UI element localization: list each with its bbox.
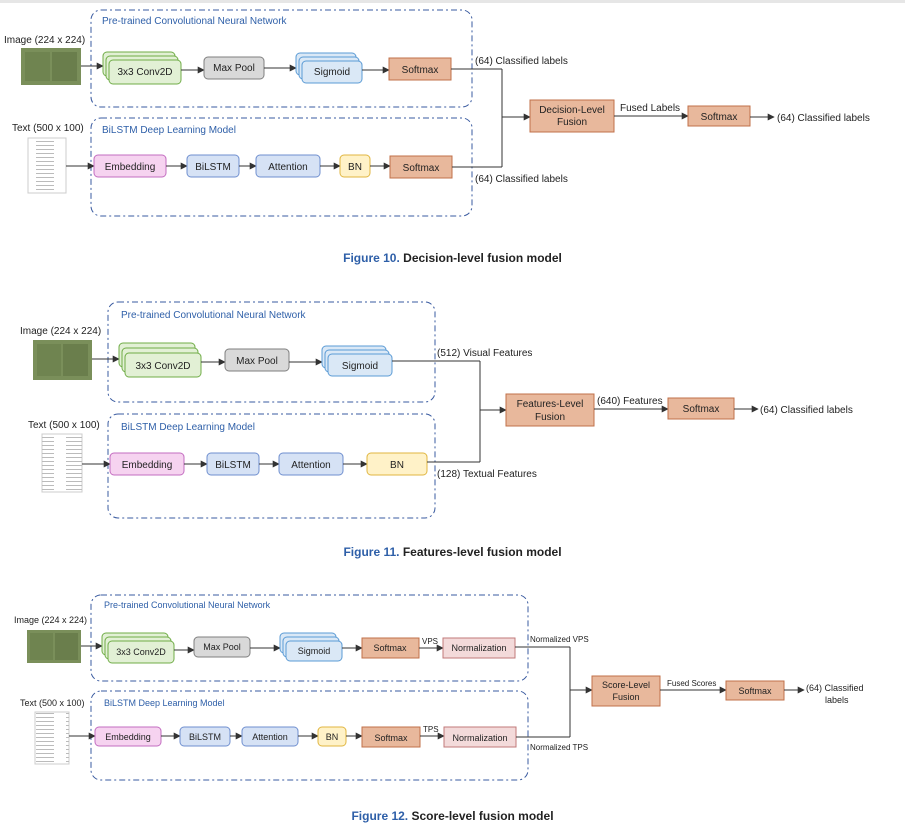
softmax-txt-label: Softmax [374, 733, 408, 743]
final-softmax-label: Softmax [701, 112, 738, 123]
score-fusion-block [591, 675, 661, 707]
cnn-dashed-box [90, 9, 473, 108]
text-label: Text (500 x 100) [12, 123, 84, 134]
final-out-line2: labels [825, 695, 849, 705]
maxpool-label: Max Pool [236, 356, 278, 367]
fused-scores-label: Fused Scores [667, 679, 716, 688]
softmax-txt-label: Softmax [403, 163, 440, 174]
embedding-label: Embedding [105, 732, 151, 742]
final-softmax-block [687, 105, 751, 127]
conv2d-label: 3x3 Conv2D [117, 67, 172, 78]
cnn-title: Pre-trained Convolutional Neural Network [104, 600, 271, 610]
bilstm-label: BiLSTM [215, 460, 251, 471]
softmax-cnn-label: Softmax [402, 65, 439, 76]
cnn-title: Pre-trained Convolutional Neural Network [121, 310, 307, 321]
text-label: Text (500 x 100) [28, 420, 100, 431]
features-label: (640) Features [597, 396, 663, 407]
maxpool-block [224, 348, 290, 372]
bilstm-title: BiLSTM Deep Learning Model [121, 422, 255, 433]
figure-10: Pre-trained Convolutional Neural Network… [4, 9, 870, 217]
fusion-line1: Decision-Level [539, 105, 605, 116]
cnn-title: Pre-trained Convolutional Neural Network [102, 16, 288, 27]
visual-features-label: (512) Visual Features [437, 348, 532, 359]
fusion-line2: Fusion [535, 412, 565, 423]
features-fusion-block [505, 393, 595, 427]
normalization-cnn-block [442, 637, 516, 659]
normalization-txt-label: Normalization [452, 733, 507, 743]
image-label: Image (224 x 224) [4, 35, 85, 46]
bilstm-label: BiLSTM [189, 732, 221, 742]
out-bottom-label: (64) Classified labels [475, 174, 568, 185]
sigmoid-block [285, 640, 343, 662]
sigmoid-label: Sigmoid [298, 646, 331, 656]
fusion-line2: Fusion [612, 692, 639, 702]
vps-label: VPS [422, 637, 438, 646]
text-label: Text (500 x 100) [20, 698, 85, 708]
normalized-vps-label: Normalized VPS [530, 635, 589, 644]
normalized-tps-label: Normalized TPS [530, 743, 588, 752]
sigmoid-block [327, 353, 393, 377]
conv2d-block [124, 352, 202, 378]
caption-text: Score-level fusion model [411, 809, 554, 823]
bn-label: BN [326, 732, 339, 742]
bilstm-title: BiLSTM Deep Learning Model [102, 125, 236, 136]
bilstm-label: BiLSTM [195, 162, 231, 173]
maxpool-label: Max Pool [203, 642, 241, 652]
fusion-line1: Score-Level [602, 680, 650, 690]
caption-text: Decision-level fusion model [403, 251, 562, 265]
tps-label: TPS [423, 725, 439, 734]
textual-features-label: (128) Textual Features [437, 469, 537, 480]
maxpool-label: Max Pool [213, 63, 255, 74]
maxpool-block [193, 636, 251, 658]
top-border [0, 0, 905, 3]
softmax-cnn-label: Softmax [373, 643, 407, 653]
final-out-label: (64) Classified labels [760, 405, 853, 416]
caption-number: Figure 12. [351, 809, 409, 823]
fusion-line2: Fusion [557, 117, 587, 128]
caption-number: Figure 10. [343, 251, 400, 265]
cnn-dashed-box [107, 301, 436, 403]
final-softmax-label: Softmax [683, 404, 720, 415]
embedding-label: Embedding [105, 162, 156, 173]
conv2d-block [107, 640, 175, 664]
bn-label: BN [348, 162, 362, 173]
final-out-label: (64) Classified labels [777, 113, 870, 124]
figure-10-caption: Figure 10. Decision-level fusion model [0, 251, 905, 265]
figure-12: Pre-trained Convolutional Neural Network… [14, 594, 864, 781]
fused-labels: Fused Labels [620, 103, 680, 114]
final-softmax-label: Softmax [738, 686, 772, 696]
attention-label: Attention [268, 162, 307, 173]
attention-label: Attention [291, 460, 330, 471]
final-out-line1: (64) Classified [806, 683, 864, 693]
sigmoid-label: Sigmoid [342, 361, 378, 372]
figure-11-caption: Figure 11. Features-level fusion model [0, 545, 905, 559]
caption-text: Features-level fusion model [402, 545, 562, 559]
image-label: Image (224 x 224) [14, 615, 87, 625]
bn-block [366, 452, 428, 476]
out-top-label: (64) Classified labels [475, 56, 568, 67]
fusion-line1: Features-Level [517, 399, 584, 410]
softmax-txt-block [361, 726, 421, 748]
caption-number: Figure 11. [343, 545, 400, 559]
attention-label: Attention [252, 732, 288, 742]
conv2d-block [108, 59, 182, 85]
bn-label: BN [390, 460, 404, 471]
embedding-label: Embedding [122, 460, 173, 471]
conv2d-label: 3x3 Conv2D [116, 647, 166, 657]
sigmoid-label: Sigmoid [314, 67, 350, 78]
image-label: Image (224 x 224) [20, 326, 101, 337]
sigmoid-block [301, 60, 363, 84]
normalization-cnn-label: Normalization [451, 643, 506, 653]
conv2d-label: 3x3 Conv2D [135, 361, 190, 372]
figure-11: Pre-trained Convolutional Neural Network… [20, 301, 853, 519]
cnn-dashed-box [90, 594, 529, 682]
figure-12-caption: Figure 12. Score-level fusion model [0, 809, 905, 823]
bilstm-title: BiLSTM Deep Learning Model [104, 698, 225, 708]
